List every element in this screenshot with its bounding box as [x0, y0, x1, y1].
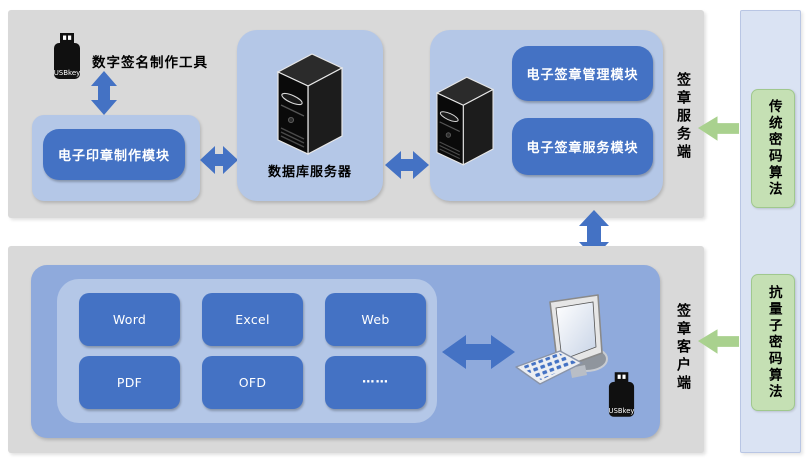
doc-btn-web: Web	[325, 293, 426, 346]
client-usbkey-icon: USBkey	[609, 372, 635, 417]
signature-server-icon	[436, 76, 494, 166]
seal-module-box: 电子印章制作模块	[43, 129, 185, 180]
mgmt-module-box: 电子签章管理模块	[512, 46, 653, 101]
doc-btn-word-label: Word	[112, 312, 147, 327]
doc-btn-word: Word	[79, 293, 180, 346]
doc-btn-excel: Excel	[202, 293, 303, 346]
usbkey-icon: USBkey	[54, 33, 81, 79]
doc-btn-pdf-label: PDF	[116, 375, 143, 390]
doc-btn-pdf: PDF	[79, 356, 180, 409]
database-server-icon	[277, 53, 343, 155]
usbkey-icon-label: USBkey	[54, 69, 81, 77]
traditional-crypto-box: 传统密码算法	[751, 89, 795, 208]
client-computer-icon	[515, 294, 608, 385]
doc-btn-ofd: OFD	[202, 356, 303, 409]
server-side-label: 签章服务端	[675, 72, 691, 162]
traditional-crypto-label: 传统密码算法	[765, 99, 782, 198]
svc-module-box: 电子签章服务模块	[512, 118, 653, 175]
green-arrow-client-icon	[697, 329, 740, 354]
quantum-crypto-label: 抗量子密码算法	[765, 284, 782, 401]
signature-tool-label: 数字签名制作工具	[92, 55, 208, 71]
quantum-crypto-box: 抗量子密码算法	[751, 274, 795, 411]
client-side-label: 签章客户端	[675, 303, 691, 393]
doc-btn-ofd-label: OFD	[238, 375, 267, 390]
svc-module-label: 电子签章服务模块	[526, 141, 639, 156]
double-arrow-docs-client-icon	[442, 335, 515, 369]
double-arrow-vertical-usbkey-icon	[91, 71, 117, 115]
double-arrow-db-server-icon	[385, 151, 429, 179]
green-arrow-server-icon	[697, 116, 740, 141]
mgmt-module-label: 电子签章管理模块	[526, 68, 639, 83]
double-arrow-seal-db-icon	[200, 146, 238, 174]
database-server-label: 数据库服务器	[267, 165, 352, 180]
monitor-screen	[555, 301, 597, 361]
doc-btn-web-label: Web	[361, 312, 390, 327]
doc-btn-excel-label: Excel	[235, 312, 270, 327]
doc-btn-more-label: ……	[362, 370, 389, 386]
doc-btn-more: ……	[325, 356, 426, 409]
client-usbkey-icon-label: USBkey	[609, 407, 635, 415]
seal-module-label: 电子印章制作模块	[57, 149, 170, 164]
